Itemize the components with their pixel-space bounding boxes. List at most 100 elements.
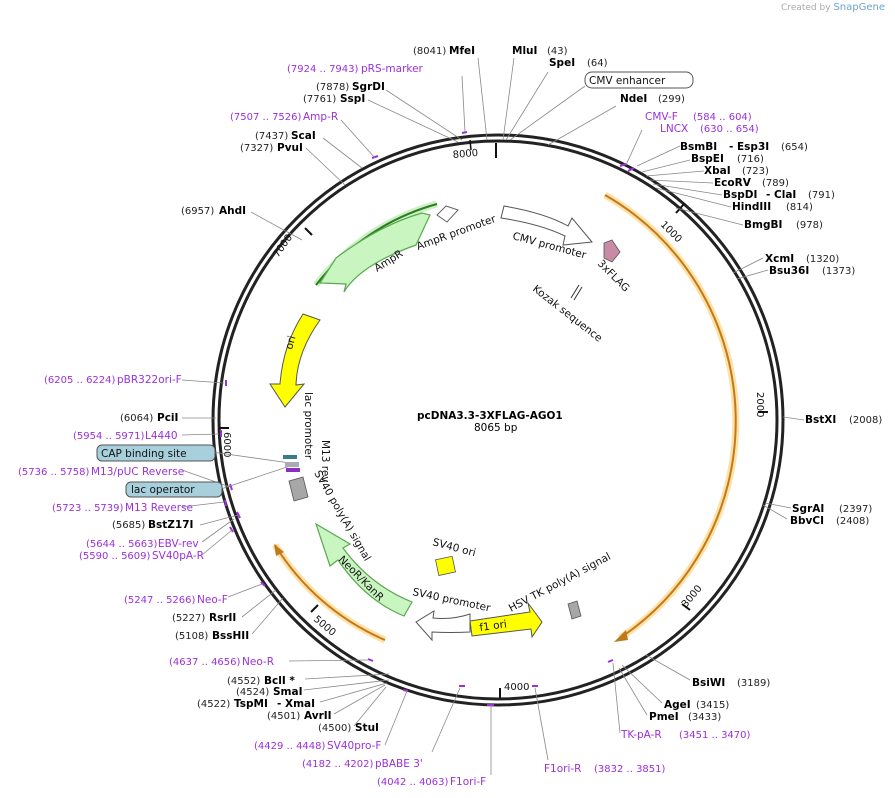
flag-label: 3xFLAG — [595, 258, 632, 295]
primer-neo-f-pos: (5247 .. 5266) — [124, 595, 196, 606]
enzyme-bstz17i: BstZ17I — [148, 519, 193, 531]
enzyme-pmei-pos: (3433) — [688, 712, 721, 723]
lac-promoter-label: lac promoter — [302, 392, 314, 460]
enzyme-bsiwi: BsiWI — [692, 677, 725, 689]
primer-sv40pa-r-pos: (5590 .. 5609) — [79, 551, 151, 562]
enzyme-bspdi-pos: (791) — [808, 190, 835, 201]
snapgene-logo-text: SnapGene — [833, 2, 885, 13]
enzyme-xbai: XbaI — [704, 165, 731, 177]
primer-pbabe3-pos: (4182 .. 4202) — [302, 759, 374, 770]
ori-arrow — [269, 313, 321, 408]
f1ori-label: f1 ori — [479, 618, 508, 634]
enzyme-xcmi-pos: (1320) — [806, 254, 839, 265]
boxed-labels: CMV enhancer CAP binding site lac operat… — [96, 71, 694, 498]
sv40-pa-block — [288, 476, 309, 502]
enzyme-xmai: - XmaI — [277, 698, 315, 710]
f1ori-arrow — [469, 602, 543, 639]
enzyme-bbvci-pos: (2408) — [836, 516, 869, 527]
enzyme-mfei-pos: (8041) — [413, 46, 446, 57]
enzyme-mlui-pos: (43) — [547, 46, 568, 57]
primer-lncx: LNCX — [660, 123, 688, 135]
leader-lines — [181, 57, 805, 775]
kozak-label: Kozak sequence — [530, 283, 604, 345]
enzyme-ahdi: AhdI — [219, 205, 246, 217]
enzyme-scai-pos: (7437) — [255, 131, 288, 142]
enzyme-tspmi-pos: (4522) — [197, 699, 230, 710]
tick-label-8000: 8000 — [452, 148, 478, 161]
enzyme-stui-pos: (4500) — [318, 723, 351, 734]
primer-neo-r: Neo-R — [242, 656, 274, 668]
enzyme-avrii-pos: (4501) — [267, 711, 300, 722]
primer-m13-reverse-pos: (5723 .. 5739) — [52, 503, 124, 514]
enzyme-bspei: BspEI — [691, 153, 724, 165]
primer-tk-pa-r: TK-pA-R — [620, 729, 662, 741]
tick-label-3000: 3000 — [680, 583, 705, 610]
primer-sv40pro-f: SV40pro-F — [327, 740, 381, 752]
tick-label-5000: 5000 — [311, 614, 338, 639]
sv40-promoter-label: SV40 promoter — [411, 586, 492, 614]
primer-prs-marker: pRS-marker — [361, 63, 424, 75]
enzyme-hindiii-pos: (814) — [786, 202, 813, 213]
backbone-inner — [217, 139, 779, 701]
enzyme-bsmbi: BsmBI — [680, 141, 717, 153]
ampr-arrow — [318, 212, 431, 293]
primer-ebv-rev: EBV-rev — [158, 538, 199, 550]
m13-rev-label: M13 rev — [319, 440, 331, 483]
cmv-promoter-arrow — [500, 205, 593, 246]
plasmid-size: 8065 bp — [474, 422, 518, 434]
enzyme-smai: SmaI — [273, 686, 303, 698]
m13-mark — [286, 468, 300, 472]
enzyme-bmgbi-pos: (978) — [796, 220, 823, 231]
lac-operator-label: lac operator — [131, 484, 195, 496]
enzyme-scai: ScaI — [291, 130, 316, 142]
tick-label-7000: 7000 — [271, 233, 295, 260]
orf-arc-neo-core — [274, 544, 386, 641]
enzyme-bsmbi-pos: (654) — [781, 142, 808, 153]
enzyme-agei-pos: (3415) — [696, 700, 729, 711]
enzyme-mfei: MfeI — [449, 45, 475, 57]
cap-binding-site-box — [96, 444, 216, 462]
orf-arcs — [272, 191, 740, 644]
orf-arc-agol-core — [604, 194, 737, 639]
enzyme-sgrai-pos: (2397) — [839, 504, 872, 515]
cap-site-mark — [283, 455, 297, 459]
enzyme-pvui-pos: (7327) — [240, 143, 273, 154]
plasmid-name: pcDNA3.3-3XFLAG-AGO1 — [417, 410, 563, 422]
lac-operator-box — [125, 481, 223, 498]
enzyme-sgrai: SgrAI — [792, 503, 824, 515]
cap-binding-site-label: CAP binding site — [101, 448, 187, 460]
primer-cmv-f: CMV-F — [645, 111, 678, 123]
enzyme-ndei-pos: (299) — [658, 94, 685, 105]
primer-amp-r-pos: (7507 .. 7526) — [230, 112, 302, 123]
primer-f1ori-f-pos: (4042 .. 4063) — [377, 777, 449, 788]
primer-f1ori-f: F1ori-F — [450, 776, 486, 788]
enzyme-rsrii: RsrII — [209, 612, 236, 624]
ampr-promoter-arrow — [436, 205, 459, 223]
primer-f1ori-r-pos: (3832 .. 3851) — [594, 764, 666, 775]
enzyme-bsu36i-pos: (1373) — [822, 266, 855, 277]
primer-pbabe3: pBABE 3' — [375, 758, 423, 770]
hsv-tk-block — [567, 600, 582, 620]
primer-pbr322ori-f-pos: (6205 .. 6224) — [44, 375, 116, 386]
snapgene-watermark: Created by SnapGene — [781, 2, 885, 13]
backbone-outer — [211, 133, 785, 707]
enzyme-sspi-pos: (7761) — [303, 94, 336, 105]
enzyme-stui: StuI — [355, 722, 379, 734]
primer-ebv-rev-pos: (5644 .. 5663) — [86, 539, 158, 550]
enzyme-bcli-pos: (4552) — [227, 676, 260, 687]
enzyme-esp3i: - Esp3I — [729, 141, 769, 153]
flag-arrow — [603, 239, 621, 263]
enzyme-spei: SpeI — [549, 57, 575, 69]
enzyme-spei-pos: (64) — [587, 58, 608, 69]
hsv-tk-label: HSV TK poly(A) signal — [507, 551, 613, 615]
enzyme-bstxi-pos: (2008) — [849, 415, 882, 426]
primer-tk-pa-r-pos: (3451 .. 3470) — [679, 730, 751, 741]
sv40-promoter-arrow — [415, 610, 471, 642]
orf-arc-neo-head — [274, 544, 284, 556]
primer-m13puc: M13/pUC Reverse — [91, 466, 184, 478]
enzyme-bstxi: BstXI — [805, 414, 836, 426]
watermark-prefix: Created by — [781, 3, 831, 13]
cmv-enhancer-box — [584, 71, 694, 89]
sv40-ori-block — [435, 555, 456, 576]
primer-f1ori-r: F1ori-R — [544, 763, 581, 775]
